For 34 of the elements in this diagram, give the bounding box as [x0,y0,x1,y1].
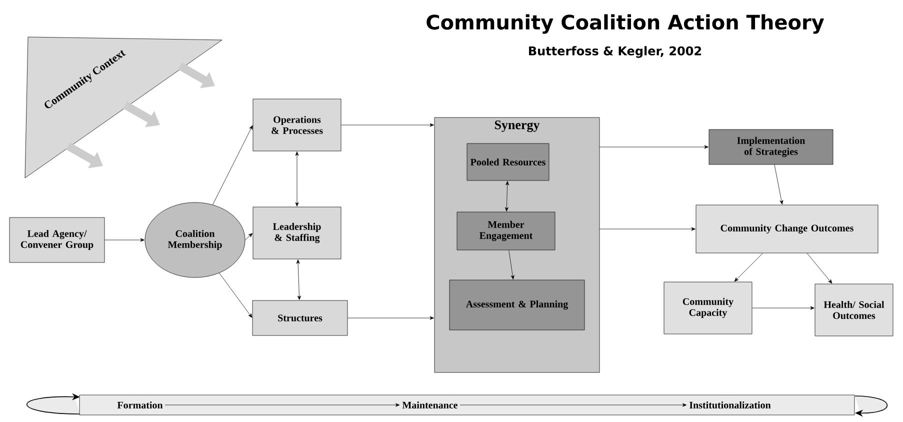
arrow [164,403,400,407]
outcome-box: Community Change Outcomes [696,204,878,254]
outcome-box: Health/ Social Outcomes [814,284,894,336]
subtitle: Butterfoss & Kegler, 2002 [529,46,702,58]
arrow [245,233,253,240]
outcome-box: Community Capacity [664,282,752,334]
stage-label: Institutionalization [687,399,773,411]
process-box: Pooled Resources [466,143,550,181]
stage-label: Maintenance [400,399,460,410]
arrow [296,260,301,300]
process-box: Structures [252,300,348,336]
arrow [104,238,144,242]
process-box: Implementation of Strategies [708,129,834,165]
process-box: Member Engagement [456,212,556,250]
arrow [348,316,434,320]
arrow [219,272,252,318]
arrow [504,181,510,212]
arrow [460,403,687,407]
arrow [341,123,434,127]
arrow [806,253,832,284]
title: Community Coalition Action Theory [426,14,824,34]
stage-label: Formation [115,399,165,410]
process-box: Leadership & Staffing [252,206,342,260]
arrow [600,145,708,149]
arrow [752,306,814,310]
process-box: Operations & Processes [252,98,342,152]
arrow [295,152,299,206]
arrow [508,250,514,280]
process-box: Assessment & Planning [449,280,585,330]
arrow [734,253,763,282]
arrow [212,125,253,205]
process-box: Lead Agency/ Convener Group [9,217,105,263]
arrow [600,227,696,231]
arrow [774,164,784,204]
